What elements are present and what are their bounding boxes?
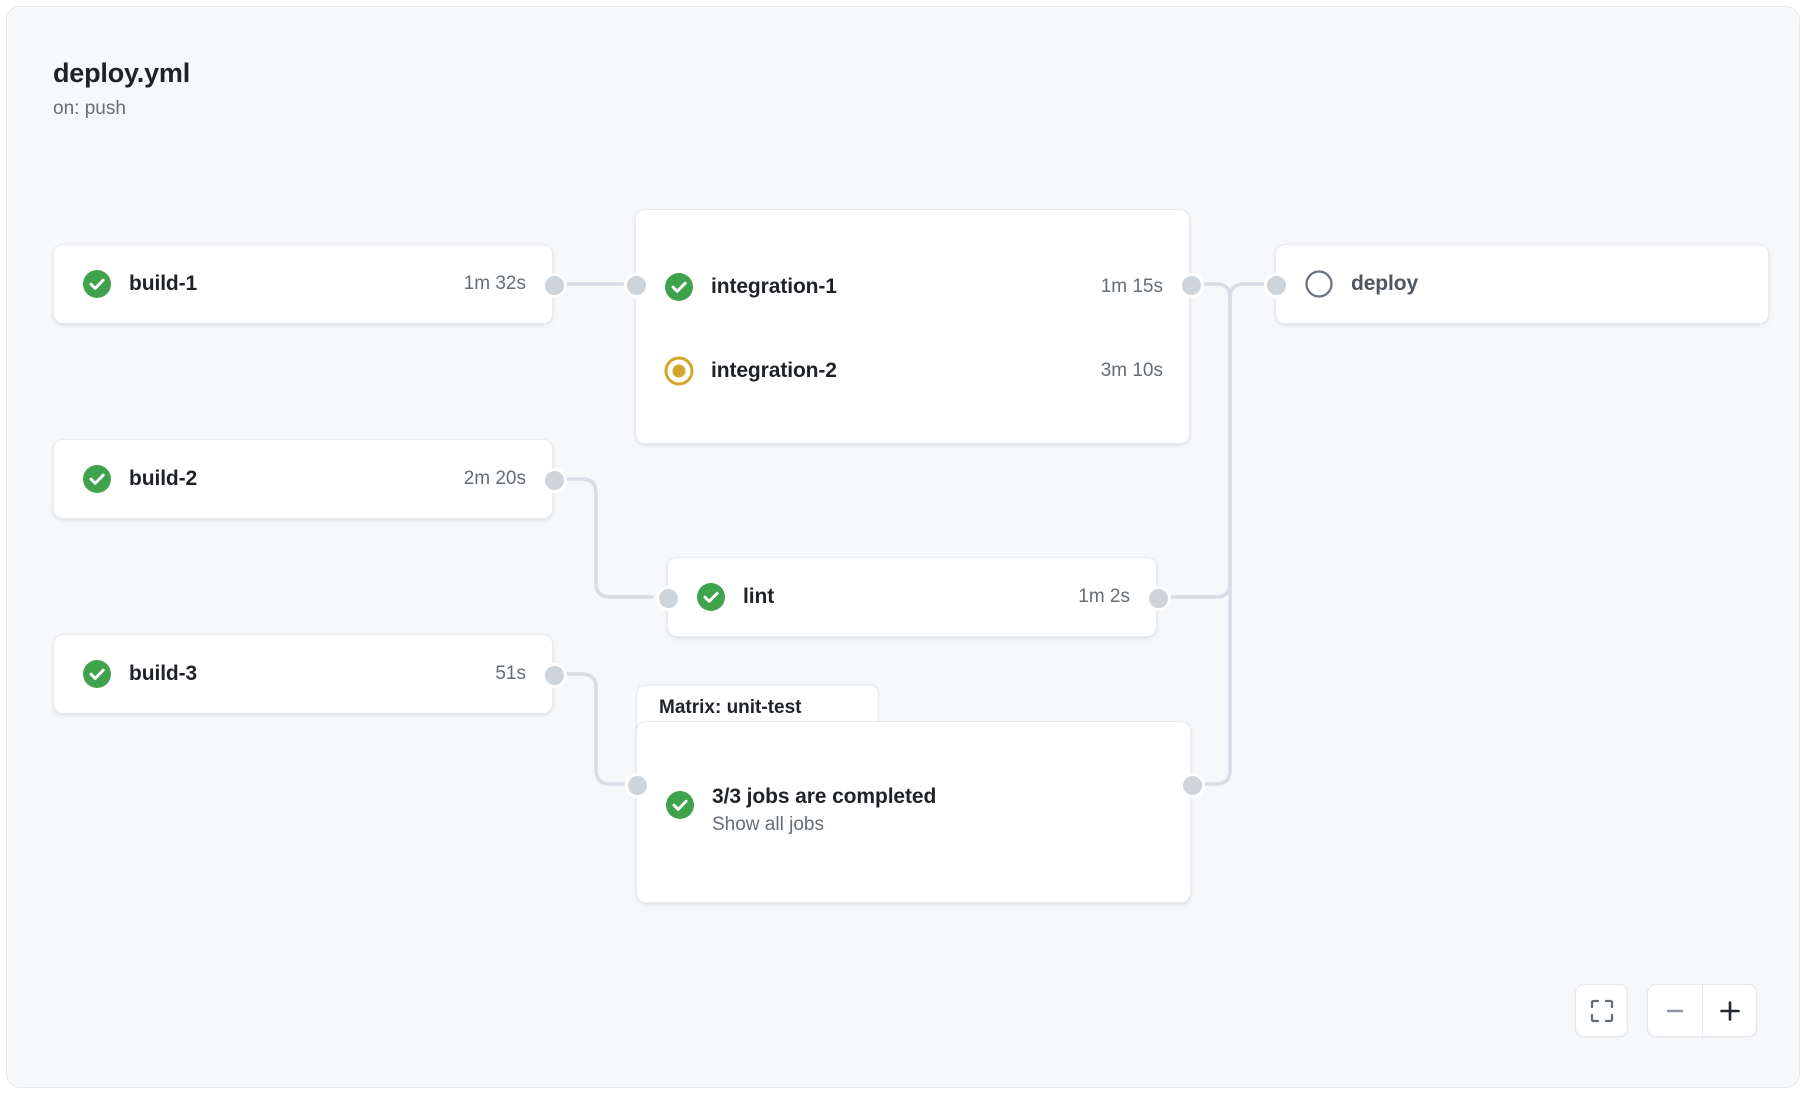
job-duration-label: 1m 32s (463, 273, 526, 294)
check-circle-icon (83, 465, 111, 493)
in-progress-dot-icon (664, 356, 694, 386)
matrix-summary-label: 3/3 jobs are completed (712, 785, 937, 808)
check-circle-icon (665, 273, 693, 301)
workflow-trigger: on: push (53, 98, 126, 120)
zoom-in-button[interactable] (1702, 985, 1756, 1036)
output-port[interactable] (541, 662, 567, 688)
job-duration-label: 2m 20s (463, 468, 526, 489)
plus-icon (1719, 1000, 1740, 1021)
edge-layer (551, 282, 1267, 786)
check-circle-icon (83, 660, 111, 688)
output-port[interactable] (1178, 272, 1204, 298)
check-circle-icon (83, 270, 111, 298)
job-node-lint[interactable]: lint 1m 2s (655, 557, 1171, 637)
workflow-canvas-panel[interactable]: deploy.yml on: push (6, 6, 1800, 1088)
fit-to-screen-button[interactable] (1575, 984, 1628, 1037)
workflow-header: deploy.yml on: push (53, 57, 190, 121)
show-all-jobs-link[interactable]: Show all jobs (712, 814, 824, 835)
fit-to-screen-icon (1590, 999, 1613, 1022)
job-node-build-2[interactable]: build-2 2m 20s (53, 439, 567, 519)
minus-icon (1666, 1009, 1684, 1012)
job-name-label: integration-2 (711, 359, 837, 382)
job-group-integration[interactable]: integration-1 1m 15s integration-2 3m 10… (623, 209, 1204, 444)
page-title: deploy.yml (53, 58, 191, 88)
output-port[interactable] (1179, 772, 1205, 798)
job-name-label: deploy (1351, 272, 1419, 295)
pending-circle-icon (1305, 270, 1333, 298)
output-port[interactable] (1145, 585, 1171, 611)
input-port[interactable] (655, 585, 681, 611)
job-duration-label: 51s (495, 663, 526, 684)
job-row-integration-2[interactable]: integration-2 3m 10s (636, 329, 1189, 413)
edge-matrix-deploy (1182, 296, 1232, 786)
job-duration-label: 3m 10s (1100, 360, 1163, 381)
job-name-label: lint (743, 585, 775, 608)
output-port[interactable] (541, 272, 567, 298)
job-name-label: build-2 (129, 467, 198, 490)
job-node-deploy[interactable]: deploy (1263, 244, 1769, 324)
job-name-label: build-1 (129, 272, 198, 295)
edge-build2-lint (551, 477, 654, 599)
matrix-tab-label: Matrix: unit-test (659, 697, 802, 718)
edge-trunk-deploy (1228, 282, 1267, 300)
job-duration-label: 1m 15s (1100, 276, 1163, 297)
job-row-integration-1[interactable]: integration-1 1m 15s (636, 245, 1189, 329)
zoom-control-group[interactable] (1647, 984, 1757, 1037)
job-name-label: build-3 (129, 662, 198, 685)
output-port[interactable] (541, 467, 567, 493)
job-duration-label: 1m 2s (1078, 586, 1130, 607)
input-port[interactable] (623, 272, 649, 298)
input-port[interactable] (1263, 272, 1289, 298)
input-port[interactable] (624, 772, 650, 798)
edge-build3-matrix (551, 672, 626, 786)
job-name-label: integration-1 (711, 275, 837, 298)
job-node-build-3[interactable]: build-3 51s (53, 634, 567, 714)
zoom-out-button[interactable] (1648, 985, 1702, 1036)
check-circle-icon (666, 791, 694, 819)
check-circle-icon (697, 583, 725, 611)
job-node-matrix-unit-test[interactable]: 3/3 jobs are completed Show all jobs (624, 721, 1205, 903)
job-node-build-1[interactable]: build-1 1m 32s (53, 244, 567, 324)
